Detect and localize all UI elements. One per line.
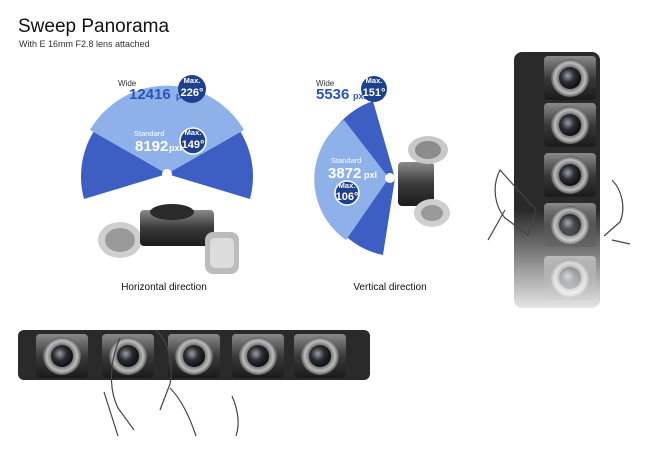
svg-text:151°: 151° bbox=[363, 87, 386, 99]
svg-text:149°: 149° bbox=[182, 139, 205, 151]
v-wide-label: Wide bbox=[316, 79, 335, 88]
svg-text:Max.: Max. bbox=[184, 76, 201, 85]
v-standard-max-badge: Max. 106° bbox=[334, 180, 360, 206]
vertical-camera-icon bbox=[398, 136, 450, 227]
vertical-pivot bbox=[385, 173, 395, 183]
h-standard-max-badge: Max. 149° bbox=[179, 127, 207, 155]
svg-text:Max.: Max. bbox=[339, 181, 356, 190]
vertical-hands-icon bbox=[487, 168, 631, 245]
svg-text:226°: 226° bbox=[181, 87, 204, 99]
h-standard-value: 8192 bbox=[135, 138, 168, 155]
v-direction-label: Vertical direction bbox=[353, 282, 426, 293]
h-standard-label: Standard bbox=[134, 129, 164, 138]
page-subtitle: With E 16mm F2.8 lens attached bbox=[19, 39, 150, 49]
vertical-fan bbox=[314, 101, 395, 255]
h-direction-label: Horizontal direction bbox=[121, 282, 207, 293]
horizontal-standard-sector bbox=[90, 85, 244, 174]
v-wide-unit: pxl bbox=[353, 91, 366, 101]
v-standard-unit: pxl bbox=[364, 170, 377, 180]
svg-text:106°: 106° bbox=[336, 191, 359, 203]
vertical-sweep-camera-strip bbox=[514, 52, 600, 310]
v-wide-value: 5536 bbox=[316, 86, 349, 103]
v-wide-max-badge: Max. 151° bbox=[361, 76, 387, 102]
vertical-standard-sector bbox=[314, 120, 389, 240]
horizontal-sweep-camera-strip bbox=[18, 330, 370, 380]
svg-text:Max.: Max. bbox=[366, 76, 383, 85]
h-standard-unit: pxl bbox=[169, 143, 182, 153]
v-standard-label: Standard bbox=[331, 156, 361, 165]
h-wide-value: 12416 bbox=[129, 86, 171, 103]
page-title: Sweep Panorama bbox=[18, 16, 170, 37]
horizontal-hands-icon bbox=[103, 329, 239, 437]
horizontal-fan bbox=[80, 85, 254, 199]
h-wide-label: Wide bbox=[118, 79, 137, 88]
horizontal-camera-icon bbox=[98, 204, 239, 274]
svg-text:Max.: Max. bbox=[185, 128, 202, 137]
h-wide-max-badge: Max. 226° bbox=[178, 75, 206, 103]
horizontal-pivot bbox=[162, 169, 172, 179]
v-standard-value: 3872 bbox=[328, 165, 361, 182]
